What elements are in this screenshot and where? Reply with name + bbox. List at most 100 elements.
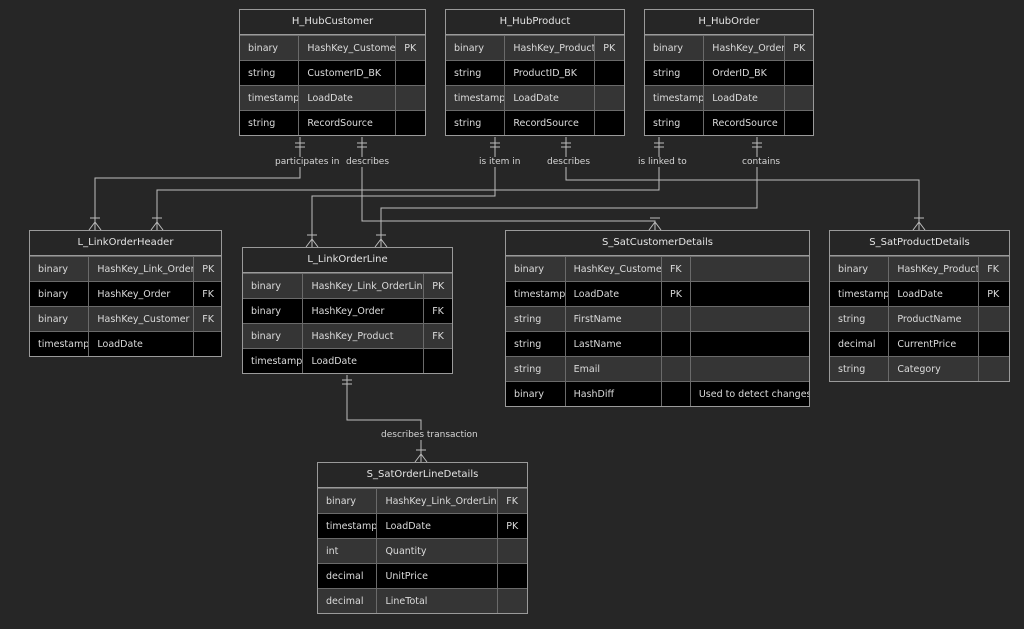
attribute-type: timestamp xyxy=(318,513,378,538)
many-marker xyxy=(648,217,662,231)
many-marker xyxy=(150,217,164,231)
attribute-type: binary xyxy=(830,256,890,281)
edge-is-linked-to xyxy=(156,137,660,230)
attribute-name: LoadDate xyxy=(89,331,195,356)
label-describes-product: describes xyxy=(545,157,593,167)
attribute-name: CustomerID_BK xyxy=(299,60,397,85)
attribute-name: LineTotal xyxy=(377,588,499,613)
attribute-name: HashKey_Product xyxy=(889,256,980,281)
attribute-name: HashDiff xyxy=(565,381,662,406)
attribute-type: binary xyxy=(30,306,90,331)
attribute-type: string xyxy=(506,331,566,356)
attribute-key: PK xyxy=(424,273,452,298)
label-participates-in: participates in xyxy=(273,157,342,167)
one-marker xyxy=(357,142,367,148)
attribute-comment: Used to detect changes xyxy=(690,381,809,406)
attribute-name: Category xyxy=(889,356,980,381)
label-describes-transaction: describes transaction xyxy=(379,430,480,440)
edge-describes-transaction xyxy=(346,375,422,462)
attribute-key: PK xyxy=(595,35,625,60)
attribute-type: decimal xyxy=(318,563,378,588)
attribute-name: HashKey_Link_OrderLine xyxy=(303,273,425,298)
attribute-key: FK xyxy=(194,281,221,306)
edge-describes-customer xyxy=(361,137,656,230)
attribute-name: HashKey_Link_OrderLine xyxy=(377,488,499,513)
attribute-type: string xyxy=(446,60,506,85)
label-is-item-in: is item in xyxy=(477,157,523,167)
attribute-key: PK xyxy=(498,513,527,538)
attribute-key xyxy=(498,588,527,613)
entity-title: S_SatProductDetails xyxy=(830,231,1009,256)
attribute-type: string xyxy=(830,356,890,381)
entity-title: H_HubCustomer xyxy=(240,10,425,35)
attribute-comment xyxy=(690,331,809,356)
attribute-type: binary xyxy=(240,35,300,60)
entity-title: S_SatOrderLineDetails xyxy=(318,463,527,488)
attribute-key: FK xyxy=(424,298,452,323)
attribute-key xyxy=(661,306,691,331)
attribute-comment xyxy=(690,356,809,381)
one-marker xyxy=(342,379,352,385)
attribute-type: binary xyxy=(318,488,378,513)
attribute-name: UnitPrice xyxy=(377,563,499,588)
attribute-name: LoadDate xyxy=(505,85,596,110)
attribute-comment xyxy=(690,281,809,306)
attribute-comment xyxy=(690,256,809,281)
attribute-key xyxy=(498,538,527,563)
attribute-name: RecordSource xyxy=(704,110,786,135)
attribute-key xyxy=(661,356,691,381)
attribute-name: Quantity xyxy=(377,538,499,563)
attribute-type: decimal xyxy=(318,588,378,613)
attribute-type: decimal xyxy=(830,331,890,356)
one-marker xyxy=(490,142,500,148)
attribute-key xyxy=(194,331,221,356)
attribute-name: HashKey_Customer xyxy=(299,35,397,60)
attribute-key xyxy=(979,331,1009,356)
many-marker xyxy=(88,217,102,231)
attribute-type: string xyxy=(240,110,300,135)
attribute-key xyxy=(396,60,425,85)
attribute-key: PK xyxy=(396,35,425,60)
attribute-name: HashKey_Product xyxy=(303,323,425,348)
attribute-name: HashKey_Order xyxy=(89,281,195,306)
attribute-name: LoadDate xyxy=(565,281,662,306)
attribute-type: timestamp xyxy=(446,85,506,110)
entity-title: L_LinkOrderLine xyxy=(243,248,452,273)
attribute-type: binary xyxy=(506,256,566,281)
attribute-key xyxy=(595,85,625,110)
attribute-type: timestamp xyxy=(240,85,300,110)
attribute-name: HashKey_Link_Order xyxy=(89,256,195,281)
label-describes-customer: describes xyxy=(344,157,392,167)
attribute-name: RecordSource xyxy=(505,110,596,135)
entity-title: H_HubOrder xyxy=(645,10,813,35)
attribute-key: FK xyxy=(498,488,527,513)
attribute-comment xyxy=(690,306,809,331)
